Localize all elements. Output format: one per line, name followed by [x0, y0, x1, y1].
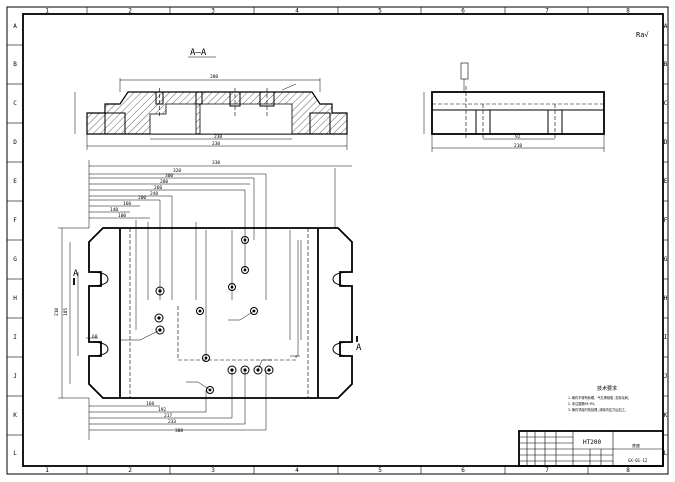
row-label: H — [664, 295, 668, 302]
notes-line: 2.未注圆角R3~R5。 — [568, 401, 597, 406]
dim-bottom: 233 — [168, 419, 176, 425]
row-label: B — [664, 61, 668, 68]
dim-top: 248 — [150, 191, 158, 197]
dim-top: 300 — [165, 173, 173, 179]
dim-top: 330 — [212, 160, 220, 166]
col-label: 7 — [545, 8, 549, 15]
dim-top: 200 — [138, 195, 146, 201]
row-label: I — [13, 334, 17, 341]
title-name: 底座 — [632, 442, 640, 448]
dim-section-top: 280 — [210, 74, 218, 80]
plan-view: 330 320 300 280 260 248 200 160 140 100 … — [54, 160, 362, 440]
col-label: 8 — [626, 467, 630, 474]
row-label: C — [13, 100, 17, 107]
notes-title: 技术要求 — [597, 385, 617, 392]
row-label: J — [13, 373, 17, 380]
dim-top: 160 — [123, 201, 131, 207]
title-code: GX-01-12 — [628, 458, 648, 463]
section-view: A—A 280 230 230 — [74, 48, 348, 150]
row-label: C — [664, 100, 668, 107]
col-label: 4 — [295, 467, 299, 474]
notes-line: 1.铸件不得有砂眼、气孔等缺陷,去除毛刺。 — [568, 395, 631, 400]
side-view: 92 210 — [423, 62, 605, 152]
row-label: E — [13, 178, 17, 185]
row-label: L — [664, 450, 668, 457]
holes — [154, 236, 274, 394]
dim-left: 185 — [63, 308, 69, 316]
col-label: 1 — [45, 467, 49, 474]
outer-border — [6, 6, 669, 475]
dim-bottom: 308 — [175, 428, 183, 434]
row-label: E — [664, 178, 668, 185]
col-label: 5 — [378, 467, 382, 474]
col-label: 6 — [461, 467, 465, 474]
section-marker-right: A — [356, 343, 362, 353]
dim-bottom: 192 — [158, 407, 166, 413]
col-label: 6 — [461, 8, 465, 15]
dim-side-width: 210 — [514, 143, 522, 149]
row-label: D — [664, 139, 668, 146]
dim-top: 260 — [154, 185, 162, 191]
row-label: F — [664, 217, 668, 224]
notes-line: 3.铸件须经时效处理,消除内应力后加工。 — [568, 407, 628, 412]
col-label: 4 — [295, 8, 299, 15]
row-label: G — [13, 256, 17, 263]
row-label: A — [13, 23, 17, 30]
section-label: A—A — [190, 48, 207, 58]
surface-roughness-mark: Ra√ — [636, 31, 649, 39]
dim-bottom: 168 — [146, 401, 154, 407]
dim-left: 210 — [54, 308, 60, 316]
row-label: H — [13, 295, 17, 302]
col-label: 2 — [128, 467, 132, 474]
row-label: A — [664, 23, 668, 30]
title-material: HT200 — [583, 439, 601, 446]
dim-side-inner: 92 — [515, 134, 521, 140]
col-label: 7 — [545, 467, 549, 474]
dim-section-inner: 230 — [214, 134, 222, 140]
row-label: I — [664, 334, 668, 341]
row-label: G — [664, 256, 668, 263]
col-label: 5 — [378, 8, 382, 15]
dim-bottom: 217 — [164, 413, 172, 419]
col-label: 3 — [211, 8, 215, 15]
technical-notes: 技术要求 1.铸件不得有砂眼、气孔等缺陷,去除毛刺。 2.未注圆角R3~R5。 … — [568, 385, 631, 412]
row-label: B — [13, 61, 17, 68]
col-label: 3 — [211, 467, 215, 474]
dim-section-bottom: 230 — [212, 141, 220, 147]
dim-top: 100 — [118, 213, 126, 219]
dim-top: 280 — [160, 179, 168, 185]
col-label: 1 — [45, 8, 49, 15]
title-block: HT200 底座 GX-01-12 — [518, 430, 664, 467]
row-label: J — [664, 373, 668, 380]
col-label: 8 — [626, 8, 630, 15]
row-label: K — [13, 412, 17, 419]
row-label: L — [13, 450, 17, 457]
row-label: D — [13, 139, 17, 146]
row-label: F — [13, 217, 17, 224]
dim-left: 60 — [92, 334, 98, 340]
row-label: K — [664, 412, 668, 419]
section-marker-left: A — [73, 269, 79, 279]
col-label: 2 — [128, 8, 132, 15]
dim-top: 320 — [173, 168, 181, 174]
dim-top: 140 — [110, 207, 118, 213]
